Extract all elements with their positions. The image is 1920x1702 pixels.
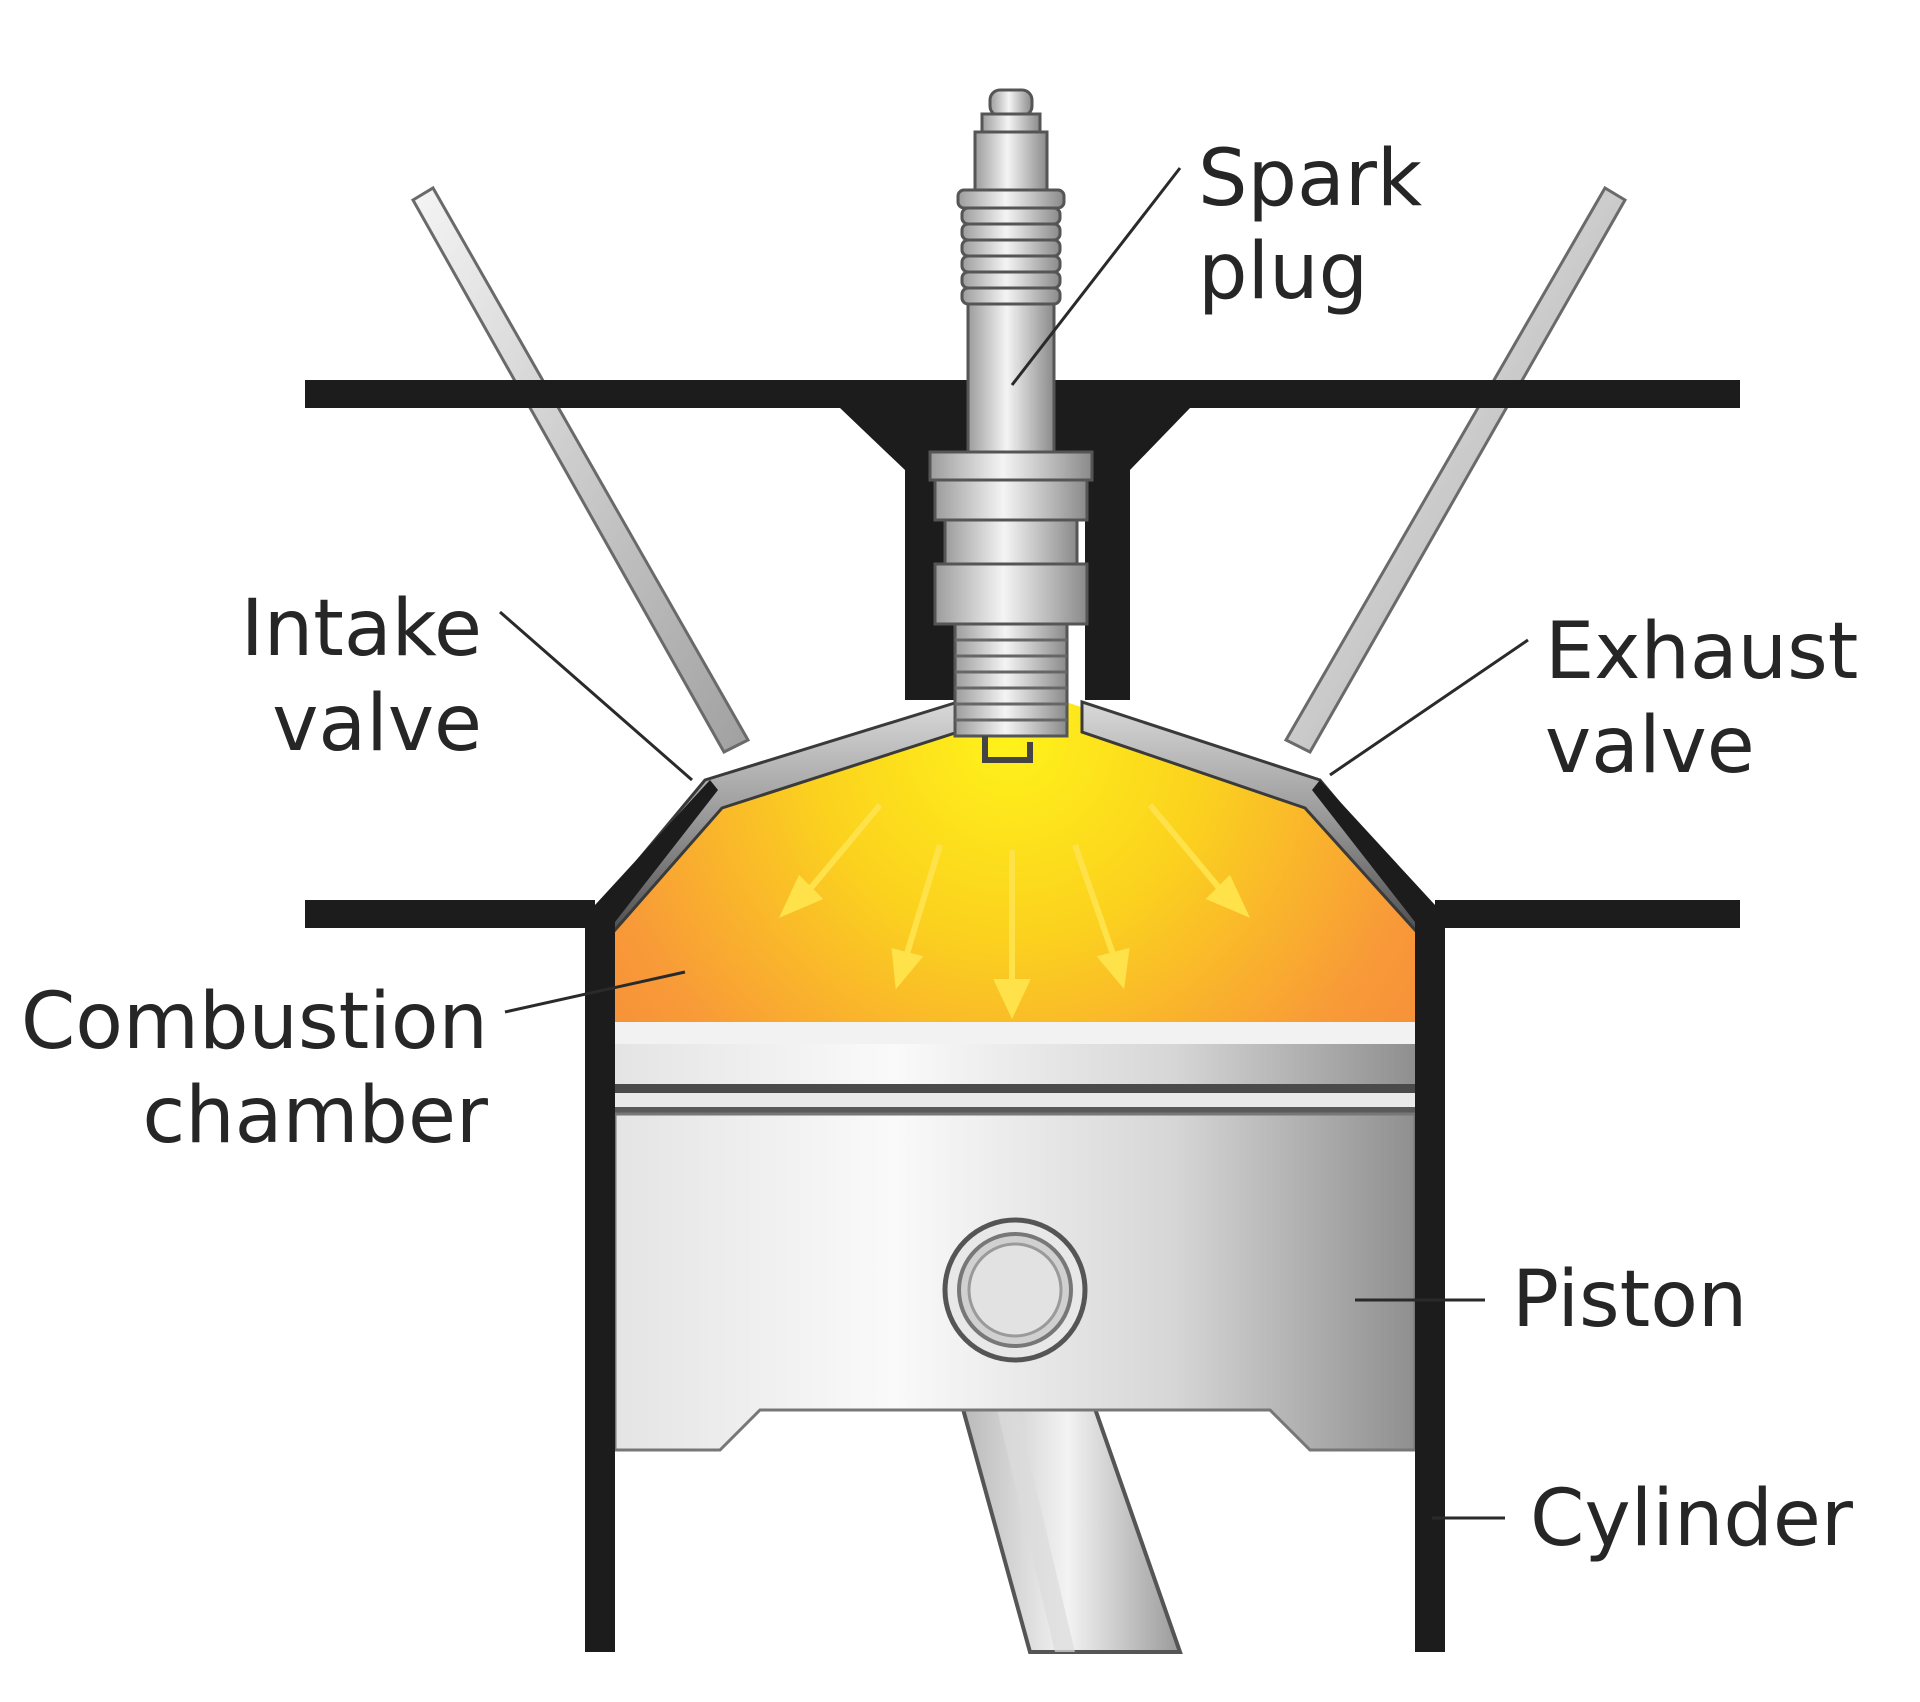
exhaust-valve-label-line1: Exhaust: [1545, 607, 1858, 697]
connecting-rod: [952, 1378, 1183, 1654]
spark-plug: [928, 88, 1094, 763]
plug-thread: [953, 622, 1069, 738]
spark-plug-leader: [1010, 167, 1182, 386]
exhaust-valve-label-line2: valve: [1545, 701, 1755, 791]
combustion-chamber: [615, 700, 1415, 1022]
flame-arrows: [778, 803, 1251, 1020]
labels: Spark plug Intake valve Exhaust valve Co…: [21, 134, 1859, 1564]
combustion-chamber-label-line1: Combustion: [21, 977, 488, 1067]
piston-label: Piston: [1512, 1255, 1747, 1345]
spark-plug-label-line2: plug: [1198, 227, 1368, 317]
intake-valve-label-line1: Intake: [241, 584, 482, 674]
wrist-pin: [942, 1217, 1088, 1363]
exhaust-valve-leader: [1329, 638, 1529, 777]
leader-lines: [499, 167, 1529, 1520]
intake-valve-leader: [499, 610, 693, 782]
piston: [613, 1022, 1417, 1452]
cylinder: [585, 780, 1445, 1652]
combustion-chamber-leader: [504, 970, 686, 1014]
combustion-chamber-label-line2: chamber: [142, 1071, 489, 1161]
intake-valve-label-line2: valve: [272, 679, 482, 769]
cylinder-label: Cylinder: [1530, 1474, 1854, 1564]
spark-plug-label-line1: Spark: [1198, 134, 1422, 224]
